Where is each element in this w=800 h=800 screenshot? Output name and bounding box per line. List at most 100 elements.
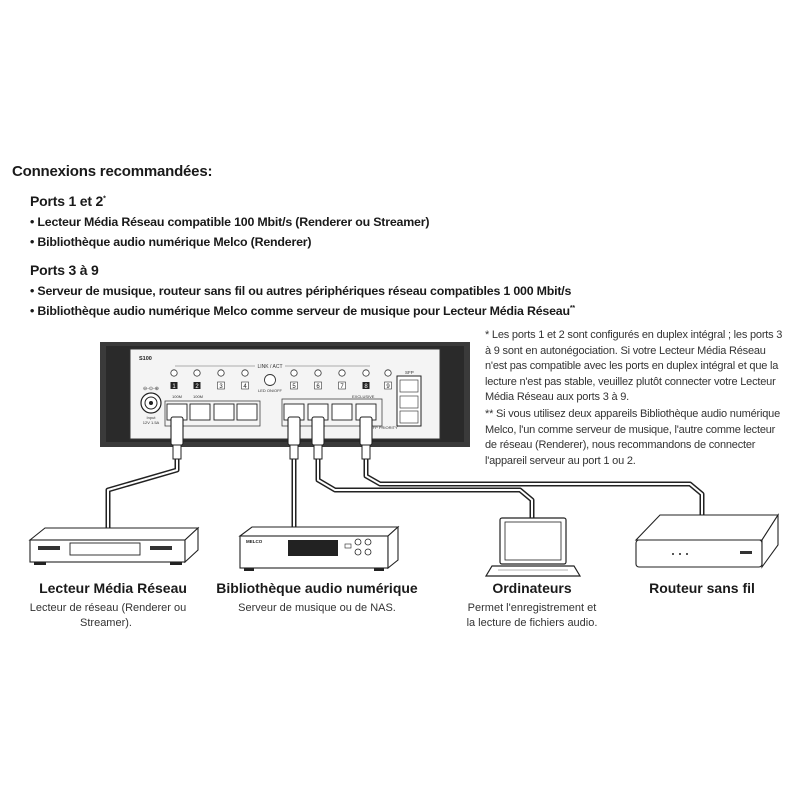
- router-led: [686, 553, 688, 555]
- player-foot: [34, 562, 46, 565]
- speed-label: 100M: [172, 394, 182, 399]
- led-indicator: [384, 369, 392, 377]
- page-title: Connexions recommandées:: [12, 163, 213, 180]
- library-button: [364, 548, 372, 556]
- port-number-badge: [193, 382, 201, 389]
- cable-to-computer-core: [317, 457, 533, 521]
- player-button: [150, 546, 172, 550]
- music-library-illustration: MELCO: [238, 525, 400, 571]
- port-number-badge: [384, 381, 392, 390]
- ethernet-port-4[interactable]: [236, 403, 258, 421]
- port-number-2: 2: [195, 384, 199, 390]
- ports-1-2-title: Ports 1 et 2*: [30, 193, 106, 209]
- port-numbers: 1 2 3 4 5 6 7 8 9: [170, 381, 392, 390]
- sfp-label: SFP: [405, 370, 414, 375]
- footnote-1: * Les ports 1 et 2 sont configurés en du…: [485, 329, 783, 403]
- sfp-slot: [399, 410, 419, 424]
- network-player-illustration: [28, 526, 200, 565]
- bullet-item: • Bibliothèque audio numérique Melco (Re…: [30, 235, 312, 249]
- player-display: [69, 542, 141, 556]
- library-foot: [374, 568, 384, 571]
- led-indicator: [314, 369, 322, 377]
- power-input-label: Input: [147, 415, 157, 420]
- ports-1-2-title-text: Ports 1 et 2: [30, 193, 104, 209]
- ethernet-ports: [166, 403, 377, 421]
- router-logo: [740, 551, 752, 554]
- melco-logo: MELCO: [246, 539, 263, 544]
- port-number-7: 7: [340, 384, 344, 390]
- ethernet-port-3[interactable]: [213, 403, 235, 421]
- sfp-slot: [399, 395, 419, 409]
- library-display: [288, 540, 338, 556]
- port-number-badge: [362, 382, 370, 389]
- router-led: [679, 553, 681, 555]
- port-group-frame: [164, 400, 261, 427]
- footnote-mark: *: [103, 195, 106, 203]
- port-number-badge: [290, 381, 298, 390]
- library-top: [238, 526, 400, 537]
- device-title-router: Routeur sans fil: [649, 580, 755, 596]
- footnote-2: ** Si vous utilisez deux appareils Bibli…: [485, 408, 780, 467]
- library-usb-port: [344, 543, 352, 549]
- switch-model-label: S100: [139, 356, 152, 362]
- rj45-plug: [170, 416, 184, 446]
- port-number-badge: [241, 381, 249, 390]
- bullet-item: • Serveur de musique, routeur sans fil o…: [30, 284, 572, 298]
- laptop-base: [484, 565, 582, 577]
- led-indicator: [217, 369, 225, 377]
- rj45-plug: [287, 416, 301, 446]
- port-number-6: 6: [316, 384, 320, 390]
- device-title-library: Bibliothèque audio numérique: [216, 580, 418, 596]
- ethernet-port-7[interactable]: [331, 403, 353, 421]
- library-button: [364, 538, 372, 546]
- ports-3-9-title: Ports 3 à 9: [30, 262, 99, 278]
- rj45-boot: [361, 444, 371, 460]
- laptop-illustration: [484, 517, 582, 577]
- device-title-player: Lecteur Média Réseau: [39, 580, 187, 596]
- cable-to-player-core: [107, 457, 178, 531]
- led-indicator: [338, 369, 346, 377]
- port-number-badge: [314, 381, 322, 390]
- port-group-frame: [281, 398, 383, 427]
- router-top: [634, 514, 780, 541]
- library-button: [354, 538, 362, 546]
- speed-label: 100M: [193, 394, 203, 399]
- library-side: [387, 525, 399, 570]
- device-title-computers: Ordinateurs: [492, 580, 572, 596]
- player-button: [38, 546, 60, 550]
- device-desc-player: Streamer).: [80, 617, 132, 629]
- led-row: [170, 369, 392, 377]
- rj45-plug: [311, 416, 325, 446]
- device-desc-library: Serveur de musique ou de NAS.: [238, 602, 396, 614]
- player-foot: [170, 562, 182, 565]
- bullet-text: • Bibliothèque audio numérique Melco com…: [30, 304, 570, 318]
- led-onoff-button[interactable]: [264, 374, 276, 386]
- ethernet-port-2[interactable]: [189, 403, 211, 421]
- port-number-badge: [170, 382, 178, 389]
- footnote-mark: **: [569, 304, 575, 312]
- led-indicator: [170, 369, 178, 377]
- laptop-screen: [504, 521, 562, 561]
- port-number-badge: [217, 381, 225, 390]
- power-symbol-icon: ⊖-⊙-⊕: [143, 386, 159, 392]
- router-side: [761, 513, 779, 569]
- led-indicator: [193, 369, 201, 377]
- led-indicator: [362, 369, 370, 377]
- device-desc-player: Lecteur de réseau (Renderer ou: [30, 602, 187, 614]
- rj45-boot: [172, 444, 182, 460]
- cables: [105, 455, 705, 533]
- router-led: [672, 553, 674, 555]
- player-side: [184, 526, 199, 564]
- port-number-3: 3: [219, 384, 223, 390]
- router-illustration: [634, 513, 780, 569]
- port-number-8: 8: [364, 384, 368, 390]
- link-act-label: LINK / ACT: [257, 364, 282, 370]
- port-number-4: 4: [243, 384, 247, 390]
- network-switch: S100 LINK / ACT LED ON/OFF 1 2 3 4: [100, 342, 470, 447]
- cable-to-player: [105, 455, 180, 533]
- player-top: [28, 527, 200, 541]
- library-button: [354, 548, 362, 556]
- port-number-9: 9: [386, 384, 390, 390]
- led-indicator: [241, 369, 249, 377]
